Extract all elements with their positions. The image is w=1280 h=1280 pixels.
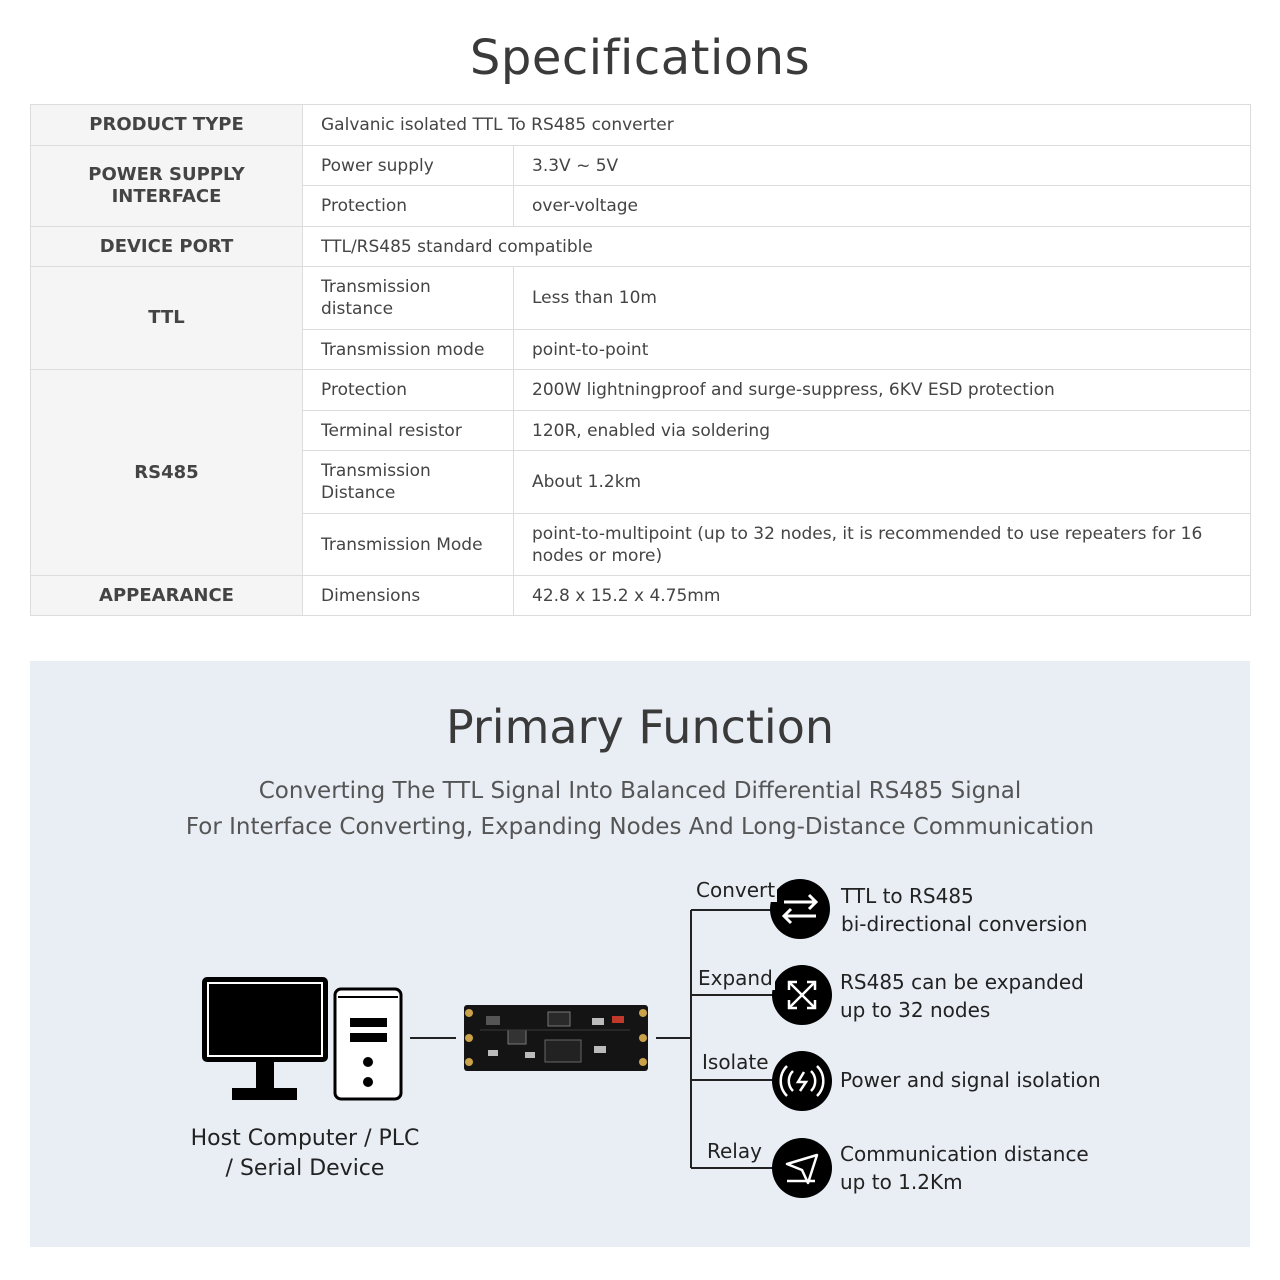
relay-send-icon xyxy=(772,1138,832,1198)
feature-line: up to 1.2Km xyxy=(840,1170,963,1194)
spec-value: 3.3V ~ 5V xyxy=(512,145,1252,186)
spec-label: Transmission Mode xyxy=(302,513,514,576)
table-row: APPEARANCE Dimensions 42.8 x 15.2 x 4.75… xyxy=(30,575,1252,616)
host-caption: Host Computer / PLC / Serial Device xyxy=(155,1124,455,1184)
primary-function-title: Primary Function xyxy=(445,700,835,754)
category-appearance: APPEARANCE xyxy=(30,575,303,616)
feature-line: RS485 can be expanded xyxy=(840,970,1084,994)
branch-label-relay: Relay xyxy=(705,1139,764,1163)
isolation-signal-icon xyxy=(772,1051,832,1111)
pc-tower-icon xyxy=(333,987,403,1101)
branch-label-expand: Expand xyxy=(696,966,775,990)
feature-line: bi-directional conversion xyxy=(841,912,1088,936)
spec-label: Transmission mode xyxy=(302,329,514,370)
primary-function-panel xyxy=(30,661,1250,1247)
table-row: DEVICE PORT TTL/RS485 standard compatibl… xyxy=(30,226,1252,267)
branch-label-isolate: Isolate xyxy=(700,1050,771,1074)
function-subtitle: For Interface Converting, Expanding Node… xyxy=(185,814,1095,840)
table-row: Transmission Distance About 1.2km xyxy=(31,450,1252,514)
spec-label: Transmission Distance xyxy=(302,450,514,514)
category-device-port: DEVICE PORT xyxy=(30,226,303,267)
spec-label: Terminal resistor xyxy=(302,410,514,451)
feature-expand-text: RS485 can be expanded up to 32 nodes xyxy=(840,968,1084,1024)
feature-line: Power and signal isolation xyxy=(840,1068,1101,1092)
table-row: POWER SUPPLY INTERFACE Power supply 3.3V… xyxy=(30,145,1252,227)
monitor-icon xyxy=(202,977,328,1100)
category-rs485: RS485 xyxy=(30,369,303,576)
feature-convert-text: TTL to RS485 bi-directional conversion xyxy=(841,882,1087,938)
spec-label: Power supply xyxy=(302,145,514,186)
table-row: Transmission mode point-to-point xyxy=(31,329,1252,370)
expand-arrows-icon xyxy=(772,965,832,1025)
table-row: TTL Transmission distance Less than 10m xyxy=(30,266,1252,370)
spec-value: 200W lightningproof and surge-suppress, … xyxy=(512,369,1252,411)
feature-isolate-text: Power and signal isolation xyxy=(840,1066,1101,1094)
feature-relay-text: Communication distance up to 1.2Km xyxy=(840,1140,1089,1196)
spec-label: Transmission distance xyxy=(302,266,514,330)
spec-value: About 1.2km xyxy=(512,450,1252,514)
table-row: PRODUCT TYPE Galvanic isolated TTL To RS… xyxy=(30,104,1252,146)
spec-value: 42.8 x 15.2 x 4.75mm xyxy=(512,575,1252,616)
host-caption-line: Host Computer / PLC xyxy=(190,1126,420,1151)
specifications-table: PRODUCT TYPE Galvanic isolated TTL To RS… xyxy=(30,104,1252,616)
spec-value: 120R, enabled via soldering xyxy=(512,410,1252,451)
feature-line: TTL to RS485 xyxy=(841,884,974,908)
category-product-type: PRODUCT TYPE xyxy=(30,104,303,146)
converter-board-image xyxy=(464,1005,648,1071)
feature-line: Communication distance xyxy=(840,1142,1089,1166)
table-row: Terminal resistor 120R, enabled via sold… xyxy=(31,410,1252,451)
branch-label-convert: Convert xyxy=(694,878,778,902)
spec-label: Protection xyxy=(302,185,514,227)
spec-value: point-to-point xyxy=(512,329,1252,370)
function-subtitle: Converting The TTL Signal Into Balanced … xyxy=(258,778,1022,804)
category-ttl: TTL xyxy=(30,266,303,370)
bidirectional-arrows-icon xyxy=(770,879,830,939)
spec-value: TTL/RS485 standard compatible xyxy=(301,226,1252,267)
spec-value: point-to-multipoint (up to 32 nodes, it … xyxy=(512,513,1252,576)
table-row: RS485 Protection 200W lightningproof and… xyxy=(30,369,1252,576)
spec-value: Less than 10m xyxy=(512,266,1252,330)
host-caption-line: / Serial Device xyxy=(225,1156,385,1181)
spec-label: Dimensions xyxy=(302,575,514,616)
specifications-title: Specifications xyxy=(469,30,811,86)
table-row: Transmission Mode point-to-multipoint (u… xyxy=(31,513,1252,576)
feature-line: up to 32 nodes xyxy=(840,998,991,1022)
